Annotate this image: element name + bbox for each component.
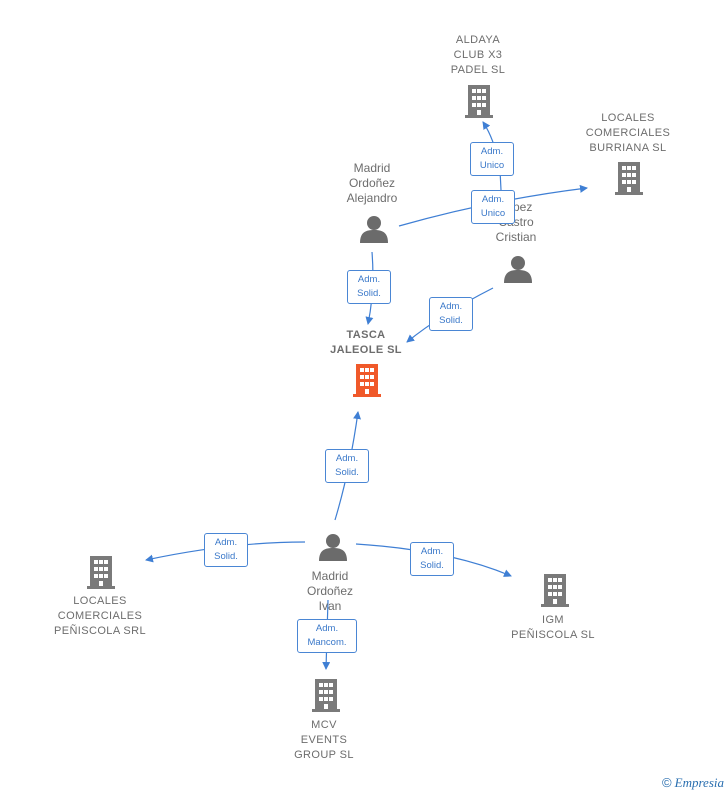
building-icon[interactable] bbox=[541, 574, 569, 607]
edge-badge-adm-solid-ivan-peniscola: Adm. Solid. bbox=[204, 533, 248, 567]
edge-badge-adm-unico-aldaya: Adm. Unico bbox=[470, 142, 514, 176]
person-icon[interactable] bbox=[319, 534, 347, 561]
edge-badge-adm-mancom-ivan-mcv: Adm. Mancom. bbox=[297, 619, 357, 653]
company-label-igm[interactable]: IGM PEÑISCOLA SL bbox=[511, 614, 595, 641]
person-icon[interactable] bbox=[504, 256, 532, 283]
building-icon[interactable] bbox=[353, 364, 381, 397]
brand-name: Empresia bbox=[674, 775, 724, 790]
building-icon[interactable] bbox=[465, 85, 493, 118]
edge-badge-adm-solid-alejandro: Adm. Solid. bbox=[347, 270, 391, 304]
company-label-mcv[interactable]: MCV EVENTS GROUP SL bbox=[294, 719, 354, 761]
edge-badge-adm-unico-burriana: Adm. Unico bbox=[471, 190, 515, 224]
company-label-aldaya[interactable]: ALDAYA CLUB X3 PADEL SL bbox=[450, 34, 506, 76]
building-icon[interactable] bbox=[312, 679, 340, 712]
edge-badge-adm-solid-ivan-igm: Adm. Solid. bbox=[410, 542, 454, 576]
building-icon[interactable] bbox=[87, 556, 115, 589]
edge-badge-adm-solid-ivan-tasca: Adm. Solid. bbox=[325, 449, 369, 483]
company-label-locales-peniscola[interactable]: LOCALES COMERCIALES PEÑISCOLA SRL bbox=[53, 595, 147, 637]
person-icon[interactable] bbox=[360, 216, 388, 243]
edge-badge-adm-solid-cristian: Adm. Solid. bbox=[429, 297, 473, 331]
building-icon[interactable] bbox=[615, 162, 643, 195]
footer-brand: ©Empresia bbox=[662, 775, 724, 791]
company-label-tasca[interactable]: TASCA JALEOLE SL bbox=[330, 329, 402, 356]
person-label-madrid-ivan[interactable]: Madrid Ordoñez Ivan bbox=[306, 569, 354, 613]
company-label-locales-burriana[interactable]: LOCALES COMERCIALES BURRIANA SL bbox=[585, 112, 671, 154]
person-label-madrid-alejandro[interactable]: Madrid Ordoñez Alejandro bbox=[346, 161, 398, 205]
copyright-icon: © bbox=[662, 775, 672, 790]
